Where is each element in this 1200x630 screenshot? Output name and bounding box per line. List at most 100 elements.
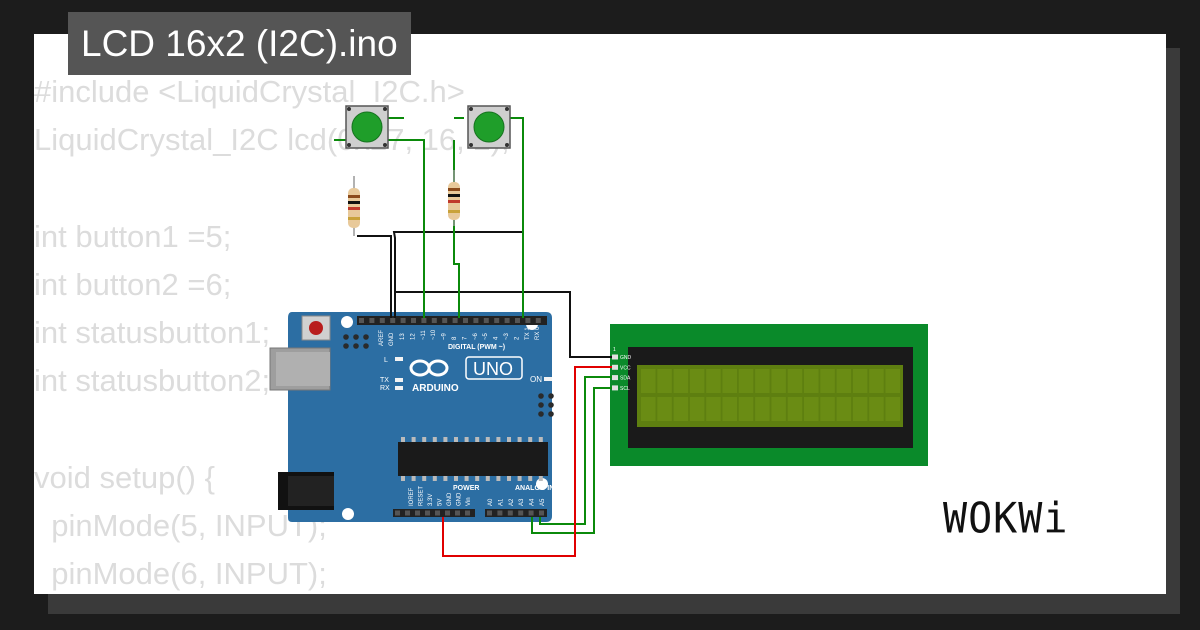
chip-pin: [528, 437, 533, 442]
aref-label: AREF: [379, 330, 385, 346]
gnd-wire-resistor1: [357, 235, 392, 318]
pin-hole: [421, 318, 427, 323]
code-line: int button2 =6;: [34, 266, 232, 302]
chip-pin: [485, 476, 490, 481]
code-line: void setup() {: [34, 459, 215, 495]
chip-pin: [411, 476, 416, 481]
lcd-cell: [852, 369, 868, 393]
resistor-1[interactable]: [348, 176, 360, 236]
lcd-pin-label: GND: [620, 355, 632, 361]
lcd-cell: [755, 397, 770, 421]
digital-pin-label: 12: [410, 333, 416, 340]
analog-header[interactable]: [485, 509, 547, 517]
lcd-cell: [673, 397, 689, 421]
lcd-pin-one: 1: [613, 347, 616, 353]
pin-hole: [507, 510, 513, 516]
lcd-pin: [612, 375, 618, 381]
code-line: pinMode(6, INPUT);: [34, 555, 327, 591]
digital-pin-label: ~5: [483, 332, 489, 340]
wokwi-logo: WOKWi: [943, 494, 1069, 544]
chip-pin: [464, 437, 469, 442]
lcd-cell: [641, 369, 656, 393]
vcc-wire: [442, 366, 612, 557]
code-line: int statusbutton1;: [34, 314, 271, 350]
wires: [334, 117, 612, 557]
lcd-cell: [804, 397, 819, 421]
on-label: ON: [530, 375, 542, 384]
scl-wire: [531, 387, 612, 534]
chip-pin: [528, 476, 533, 481]
lcd-cell: [689, 397, 705, 421]
power-pin-label: IOREF: [409, 487, 415, 506]
project-title[interactable]: LCD 16x2 (I2C).ino: [68, 12, 411, 75]
uno-label: UNO: [473, 359, 513, 379]
digital-pin-label: ~11: [421, 330, 427, 340]
pin-hole: [494, 318, 500, 323]
pin-hole: [539, 510, 544, 516]
pin-hole: [390, 318, 396, 323]
chip-pin: [464, 476, 469, 481]
lcd-cell: [657, 369, 672, 393]
digital-pin-label: RX 0: [535, 326, 541, 340]
pin-hole: [411, 318, 416, 323]
reset-button[interactable]: [301, 315, 331, 341]
pin-hole: [463, 318, 468, 323]
power-jack: [278, 472, 334, 510]
power-pin-label: 3.3V: [428, 494, 434, 506]
chip-pin: [443, 437, 448, 442]
lcd-cell: [755, 369, 770, 393]
rx-label: RX: [380, 385, 390, 392]
lcd-cell: [820, 369, 835, 393]
chip-pin: [496, 437, 501, 442]
lcd-cell: [787, 397, 803, 421]
pin-hole: [455, 510, 460, 516]
pin-hole: [497, 510, 503, 516]
gnd-top-label: GND: [389, 332, 395, 346]
analog-pin-label: A0: [488, 498, 494, 506]
chip-pin: [475, 476, 480, 481]
resistor-2[interactable]: [448, 170, 460, 226]
push-button-2[interactable]: [467, 105, 511, 149]
analog-pin-label: A3: [519, 498, 525, 506]
lcd-cell: [722, 397, 737, 421]
digital-pin-label: ~3: [504, 332, 510, 340]
lcd-cell: [738, 369, 754, 393]
pin-hole: [535, 318, 541, 323]
lcd-cell: [738, 397, 754, 421]
pin-hole: [395, 510, 400, 516]
lcd-cell: [852, 397, 868, 421]
pin-hole: [435, 510, 440, 516]
chip-pin: [517, 437, 522, 442]
lcd-character-cells: [641, 369, 900, 421]
arduino-brand: ARDUINO: [412, 383, 459, 394]
digital-pin-label: 4: [494, 336, 500, 340]
l-label: L: [384, 357, 388, 364]
code-line: #include <LiquidCrystal_I2C.h>: [34, 74, 465, 109]
pin-hole: [379, 318, 385, 323]
lcd-cell: [820, 397, 835, 421]
pin-hole: [425, 510, 430, 516]
lcd-cell: [706, 397, 721, 421]
pin-hole: [405, 510, 410, 516]
pin-hole: [525, 318, 531, 323]
digital-pin-label: ~10: [431, 329, 437, 340]
digital-pin-label: 13: [400, 333, 406, 340]
power-pin-label: GND: [447, 492, 453, 506]
power-header[interactable]: [393, 509, 475, 517]
preview-card: [34, 34, 1166, 594]
bottom-pin-holes: [395, 510, 544, 516]
lcd-cell: [804, 369, 819, 393]
lcd-cell: [836, 397, 852, 421]
chip-pin: [432, 437, 437, 442]
digital-header[interactable]: [357, 316, 547, 325]
pin-hole: [442, 318, 448, 323]
status-leds: [395, 357, 552, 390]
lcd-cell: [836, 369, 852, 393]
lcd-module[interactable]: [610, 324, 928, 466]
push-button-1[interactable]: [345, 105, 389, 149]
chip-pin: [401, 476, 405, 481]
chip-pin: [517, 476, 522, 481]
analog-pin-label: A5: [540, 498, 546, 506]
